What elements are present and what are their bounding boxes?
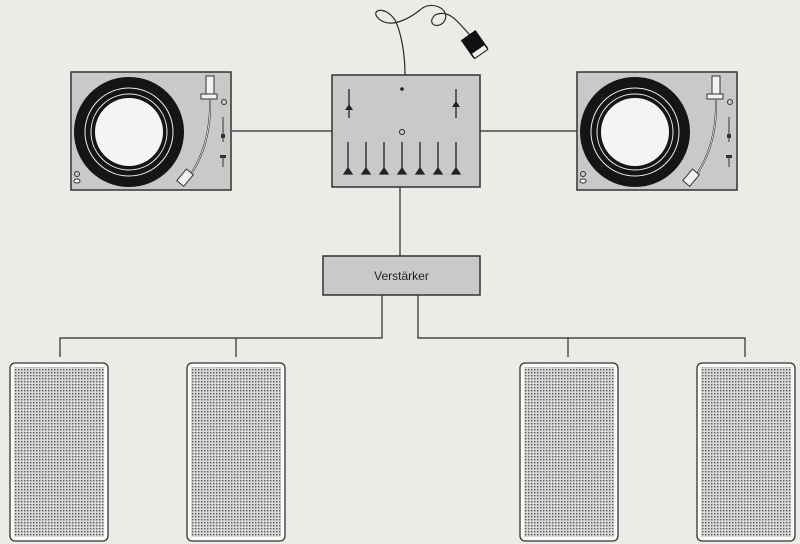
turntable-right xyxy=(576,71,738,191)
amplifier-box xyxy=(322,255,481,296)
turntable-left xyxy=(70,71,232,191)
speaker-3 xyxy=(519,362,619,542)
speaker-1 xyxy=(9,362,109,542)
speaker-4 xyxy=(696,362,796,542)
mixer xyxy=(331,74,481,188)
connection-wires xyxy=(59,5,746,357)
speaker-2 xyxy=(186,362,286,542)
amplifier-label: Verstärker xyxy=(374,268,429,283)
microphone-icon xyxy=(460,30,489,60)
